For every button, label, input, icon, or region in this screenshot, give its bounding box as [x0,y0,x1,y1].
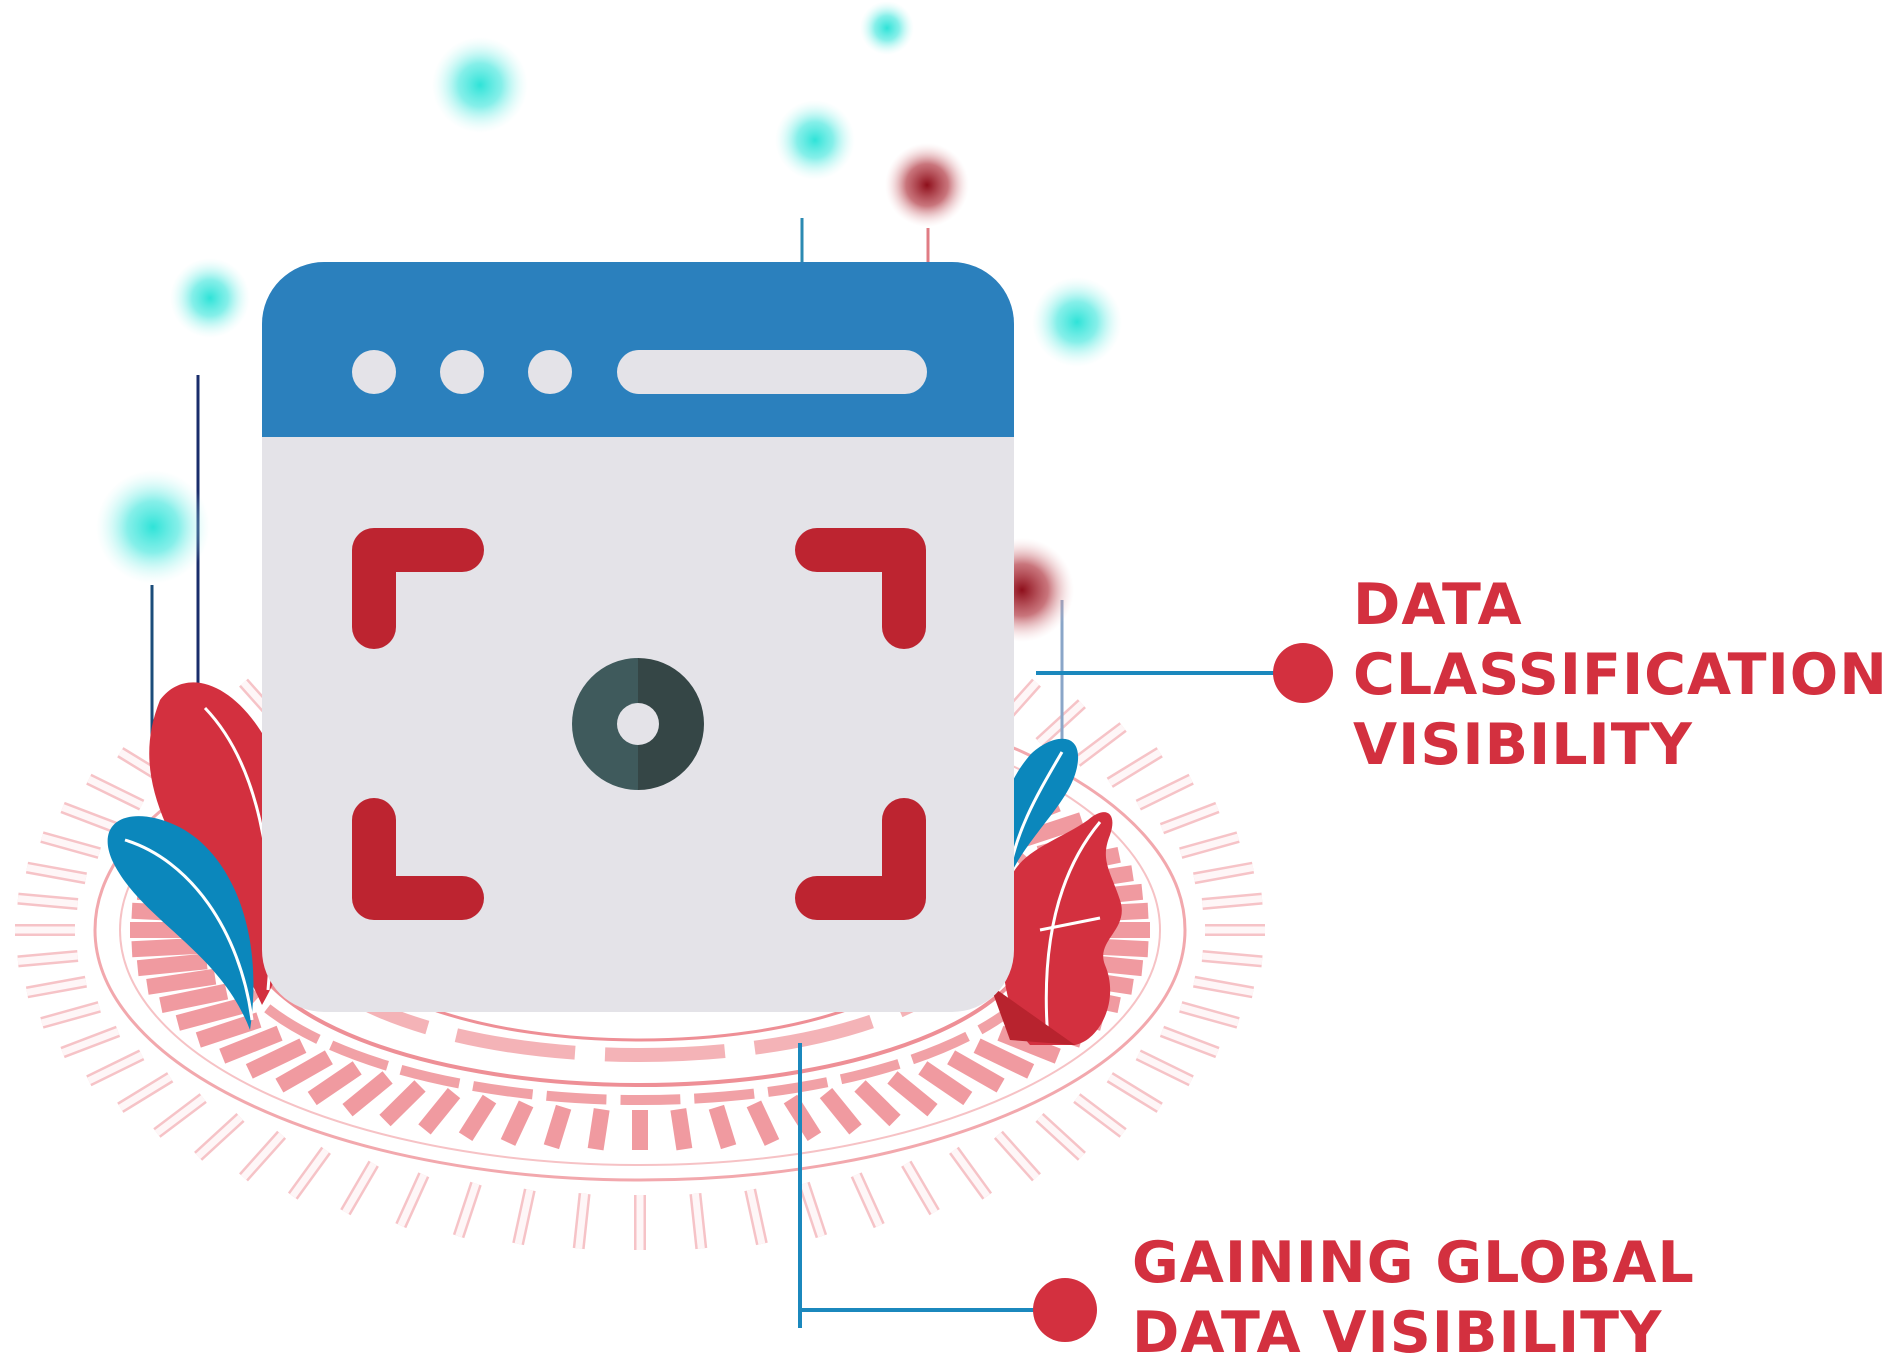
window-dot-2 [440,350,484,394]
window-dot-3 [528,350,572,394]
bullet-dot-icon [1033,1278,1097,1342]
callout-line: VISIBILITY [1353,712,1693,778]
bullet-dot-icon [1273,643,1333,703]
callout-line: GAINING GLOBAL [1132,1230,1695,1296]
callout-label-global-visibility: GAINING GLOBAL DATA VISIBILITY [1132,1228,1695,1368]
leaf-icon [107,682,1122,1045]
callout-connector-top [1036,643,1333,703]
callout-line: CLASSIFICATION [1353,642,1888,708]
callout-line: DATA VISIBILITY [1132,1300,1663,1366]
camera-focus-icon [352,528,926,920]
lens-icon [572,658,704,790]
address-bar [617,350,927,394]
browser-window-icon [262,262,1014,1012]
callout-label-data-classification: DATA CLASSIFICATION VISIBILITY [1353,570,1888,780]
callout-line: DATA [1353,572,1523,638]
window-dot-1 [352,350,396,394]
callout-connector-bottom [798,1043,1097,1342]
